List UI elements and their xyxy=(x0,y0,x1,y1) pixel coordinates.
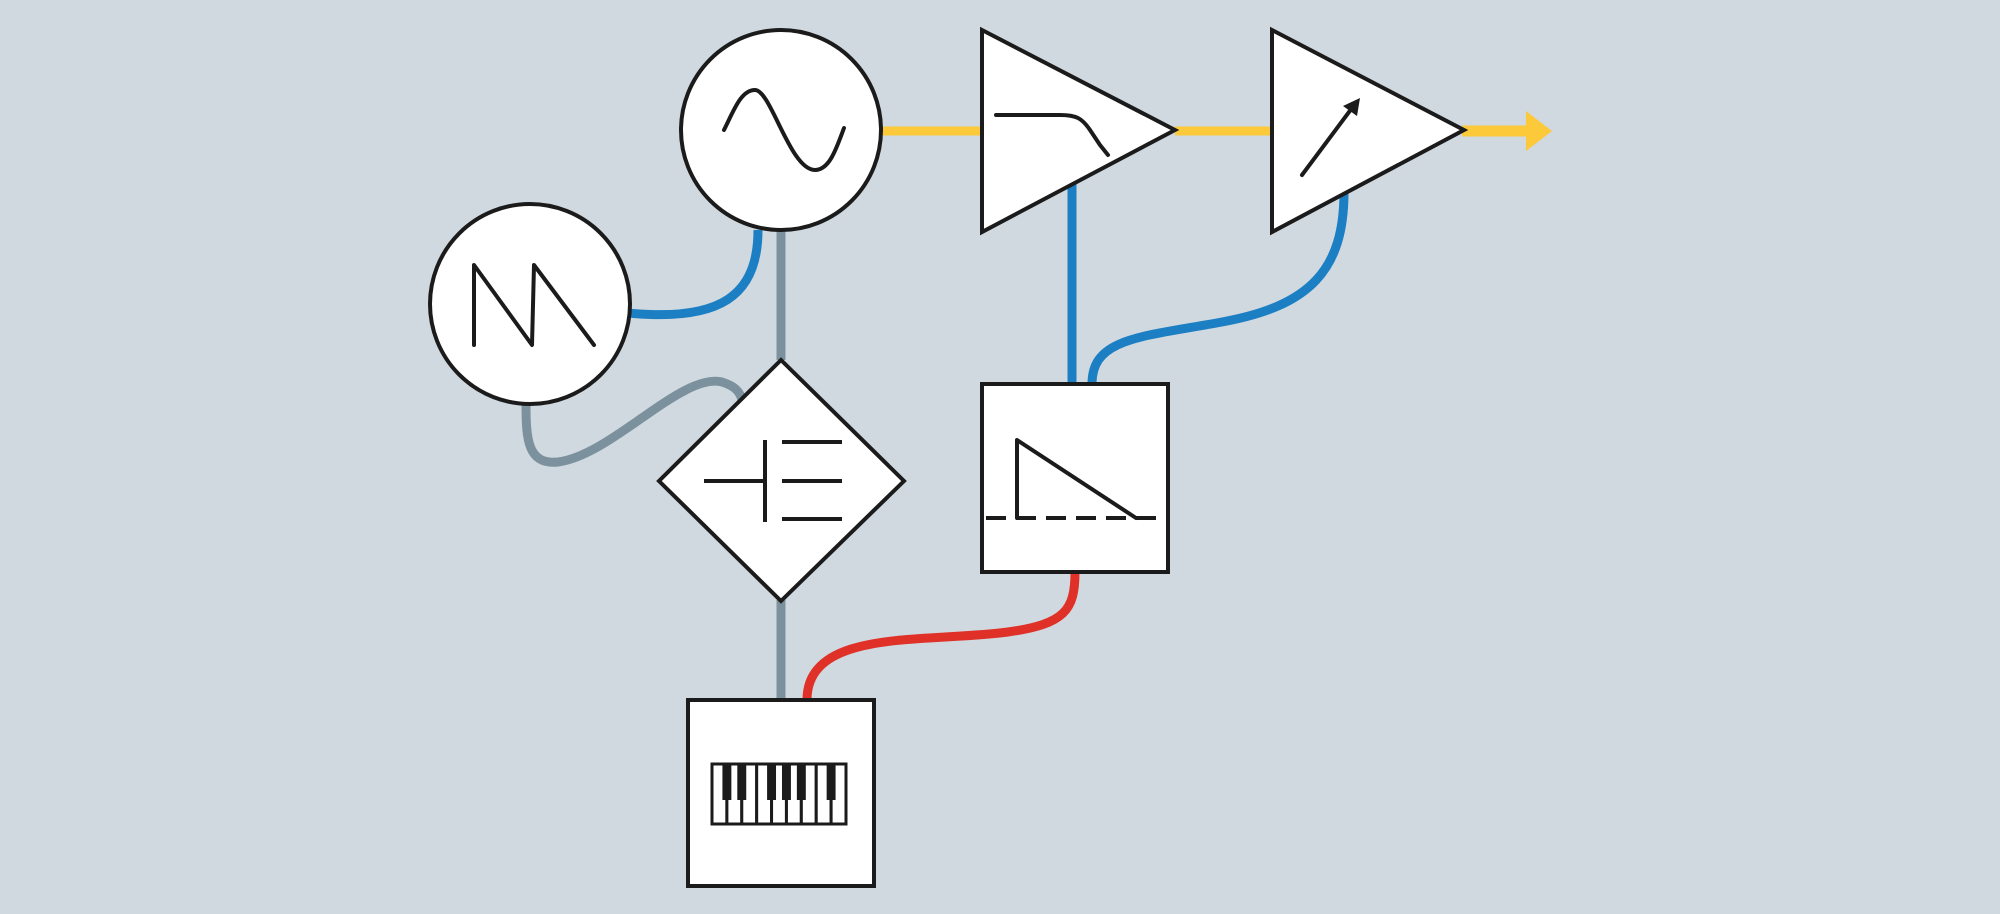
variable-gain-arrow-icon xyxy=(1300,98,1360,177)
pitch-wire-lfo-to-quantizer xyxy=(521,376,747,467)
connections xyxy=(521,111,1552,701)
pitch-quantizer-icon xyxy=(704,440,842,522)
mod-wire-envelope-to-vca xyxy=(1087,191,1349,385)
sine-wave-icon xyxy=(722,88,846,172)
piano-keyboard-icon xyxy=(710,762,848,826)
black-key xyxy=(826,764,836,800)
black-key xyxy=(767,764,777,800)
black-key xyxy=(737,764,747,800)
sawtooth-lfo xyxy=(428,202,632,406)
lowpass-filter xyxy=(980,26,1180,236)
lowpass-curve-icon xyxy=(994,113,1110,157)
mod-wire-lfo-to-oscillator xyxy=(627,229,763,320)
black-key xyxy=(781,764,791,800)
envelope-generator xyxy=(980,382,1170,574)
gate-wire-keyboard-to-envelope xyxy=(802,571,1080,701)
sine-oscillator xyxy=(679,28,883,232)
black-key xyxy=(722,764,732,800)
vca xyxy=(1270,26,1469,236)
pitch-quantizer xyxy=(656,357,907,604)
audio-output-arrow-icon xyxy=(1526,111,1552,151)
envelope-ramp-icon xyxy=(986,438,1164,520)
sawtooth-wave-icon xyxy=(472,263,596,347)
black-key xyxy=(796,764,806,800)
keyboard-controller xyxy=(686,698,876,888)
